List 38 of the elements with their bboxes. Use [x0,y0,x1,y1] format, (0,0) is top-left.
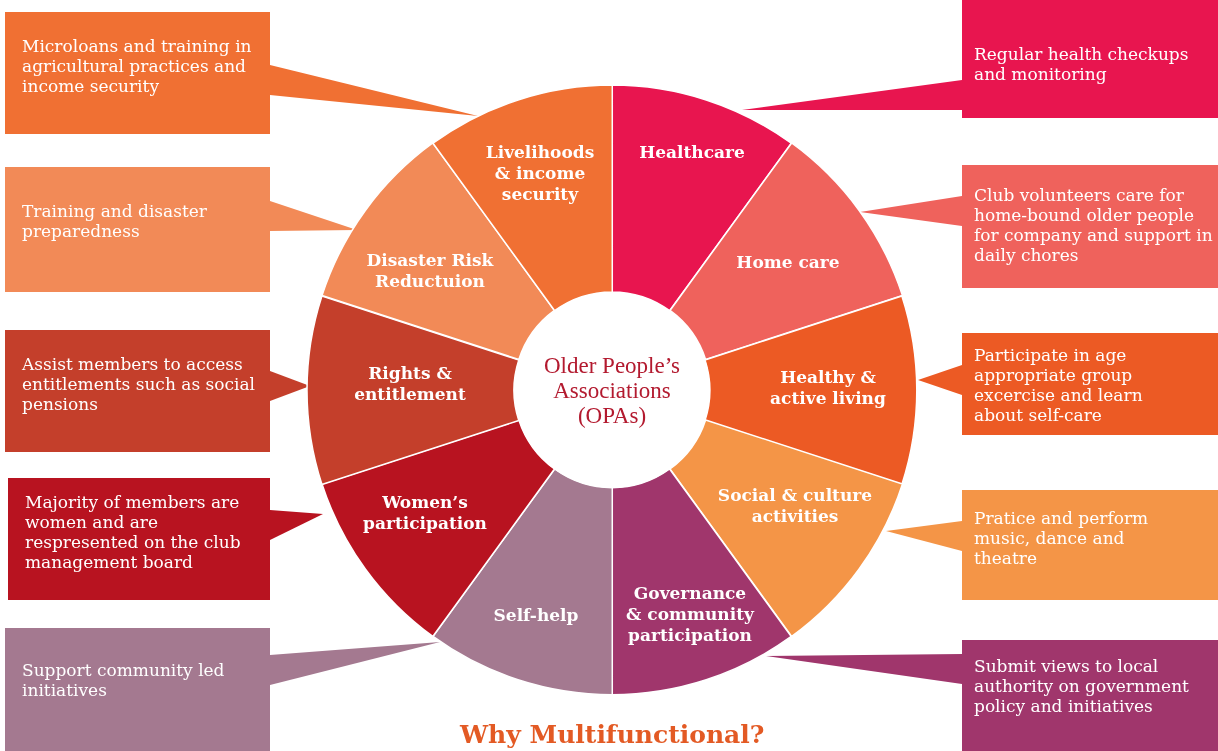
pointer-wedge [860,196,962,226]
pointer-wedge [270,642,440,685]
segment-label: Home care [735,251,841,273]
segment-label: Healthy & active living [769,367,887,409]
segment-label: Disaster Risk Reductuion [365,250,495,292]
callout-text: Submit views to local authority on government policy and initiatives [974,656,1190,716]
segment-label: Social & culture activities [716,485,874,527]
segment-label: Rights & entitlement [353,363,467,405]
segment-label: Governance & community participation [625,582,755,646]
segment-label: Women’s participation [362,492,488,534]
callout-box [962,640,1218,751]
callout-text: Support community led initiatives [22,660,226,700]
callout-box [5,167,270,292]
callout-text: Regular health checkups and monitoring [974,44,1190,84]
callout-box [8,478,270,600]
pointer-wedge [886,521,962,551]
center-title: Older People’s Associations (OPAs) [542,352,682,428]
pointer-wedge [270,65,478,116]
segment-label: Self-help [492,604,580,626]
callout-text: Assist members to access entitlements such as social pensions [22,354,256,414]
callout-box [962,490,1218,600]
segment-label: Healthcare [638,141,746,163]
callout-text: Training and disaster preparedness [22,201,208,241]
callout-box [962,165,1218,288]
callout-box [5,330,270,452]
callout-box [962,0,1218,118]
callout-text: Participate in age appropriate group excercise and learn about self-care [974,345,1144,425]
callout-text: Majority of members are women and are respresented on the club management board [25,492,242,572]
section-heading: Why Multifunctional? [460,721,765,749]
callout-box [5,628,270,751]
pointer-wedge [270,510,323,540]
callout-box [962,333,1218,435]
callout-box [5,12,270,134]
segment-label: Livelihoods & income security [484,141,596,205]
callout-text: Club volunteers care for home-bound older people for company and support in daily chores [974,185,1214,265]
pointer-wedge [918,365,962,395]
callout-text: Microloans and training in agricultural practices and income security [22,36,253,96]
callout-text: Pratice and perform music, dance and theatre [974,508,1150,568]
